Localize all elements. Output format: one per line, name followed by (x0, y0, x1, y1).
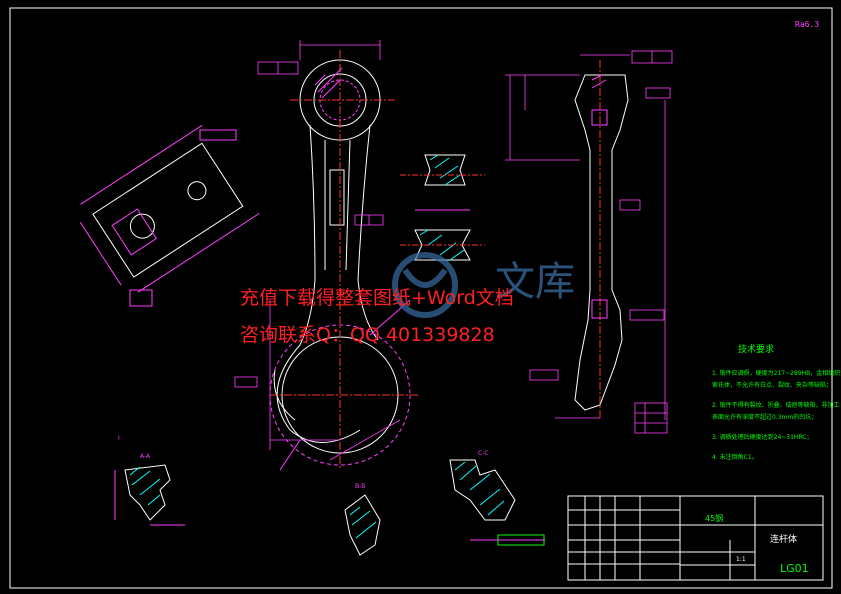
tech-requirement-item: 表面允许有深度不超过0.3mm的凹坑； (712, 413, 817, 421)
tech-requirement-item: 3. 调质处理后硬度达到24~31HRC； (712, 433, 813, 441)
side-view (574, 60, 629, 420)
watermark-line-2: 咨询联系Q：QQ 401339828 (240, 324, 495, 346)
title-block-scale: 1:1 (736, 556, 746, 563)
rotated-view (79, 124, 260, 293)
title-block (567, 495, 824, 581)
tech-requirements-list: 1. 锻件应调质，硬度为217~289HB，金相组织为 索氏体，不允许有白点、裂… (712, 369, 841, 461)
section-i-beam-lower (400, 174, 485, 261)
rotated-view-tolerance-box (199, 129, 237, 141)
section-a-a (114, 464, 185, 526)
rotated-view-note-box (129, 289, 153, 307)
watermark-logo (392, 252, 458, 318)
side-view-dimensions (505, 50, 673, 434)
title-block-material: 45钢 (705, 513, 723, 523)
tech-requirement-item: 2. 锻件不得有裂纹、折叠、结疤等缺陷，非加工 (712, 401, 840, 409)
detail-label: I (118, 435, 120, 442)
drawing-frame (9, 7, 833, 589)
tech-requirement-item: 1. 锻件应调质，硬度为217~289HB，金相组织为 (712, 369, 841, 377)
title-block-drawing-no: LG01 (780, 562, 809, 575)
section-b-b (344, 494, 381, 556)
section-i-beam-upper (424, 154, 466, 186)
tech-requirement-item: 索氏体，不允许有白点、裂纹、夹杂等缺陷； (712, 381, 832, 389)
corner-roughness-mark: Ra6.3 (795, 20, 820, 29)
section-c-c (449, 459, 545, 546)
title-block-part-name: 连杆体 (770, 533, 797, 545)
front-view-connecting-rod (269, 50, 420, 471)
tech-requirement-item: 4. 未注倒角C1。 (712, 453, 758, 461)
watermark-logo-text: 文库 (495, 259, 575, 305)
section-label-c: C-C (478, 450, 489, 457)
watermark-line-1: 充值下载得整套图纸+Word文档 (240, 287, 514, 309)
section-label-a: A-A (140, 453, 151, 460)
tech-requirements-title: 技术要求 (738, 343, 774, 355)
section-label-b: B-B (355, 483, 365, 490)
front-view-dimensions (234, 40, 401, 461)
